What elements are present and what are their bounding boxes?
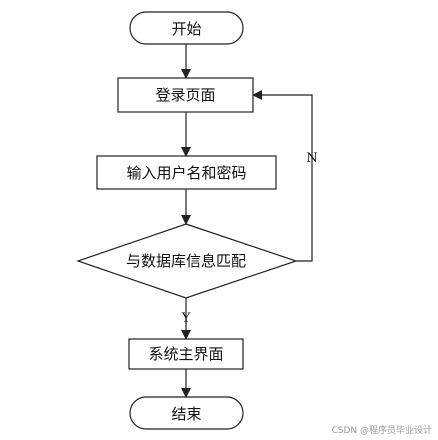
db-match-label: 与数据库信息匹配 bbox=[126, 252, 246, 270]
arrow-decision-to-login-no bbox=[252, 90, 313, 262]
login-page-box bbox=[117, 77, 254, 113]
login-page-node: 登录页面 bbox=[117, 77, 254, 113]
main-interface-node: 系统主界面 bbox=[128, 338, 244, 370]
yes-edge-label: Y bbox=[181, 311, 191, 326]
main-interface-label: 系统主界面 bbox=[148, 345, 223, 363]
no-edge-label: N bbox=[306, 151, 317, 166]
login-page-label: 登录页面 bbox=[155, 86, 215, 104]
end-node: 结束 bbox=[129, 396, 244, 430]
start-node: 开始 bbox=[129, 11, 244, 45]
end-label: 结束 bbox=[171, 405, 201, 423]
input-credentials-node: 输入用户名和密码 bbox=[96, 155, 277, 190]
input-credentials-label: 输入用户名和密码 bbox=[126, 164, 246, 182]
start-label: 开始 bbox=[171, 20, 201, 38]
watermark-text: CSDN @程序员毕业设计 bbox=[331, 424, 432, 436]
db-match-decision-node: 与数据库信息匹配 bbox=[76, 223, 298, 299]
